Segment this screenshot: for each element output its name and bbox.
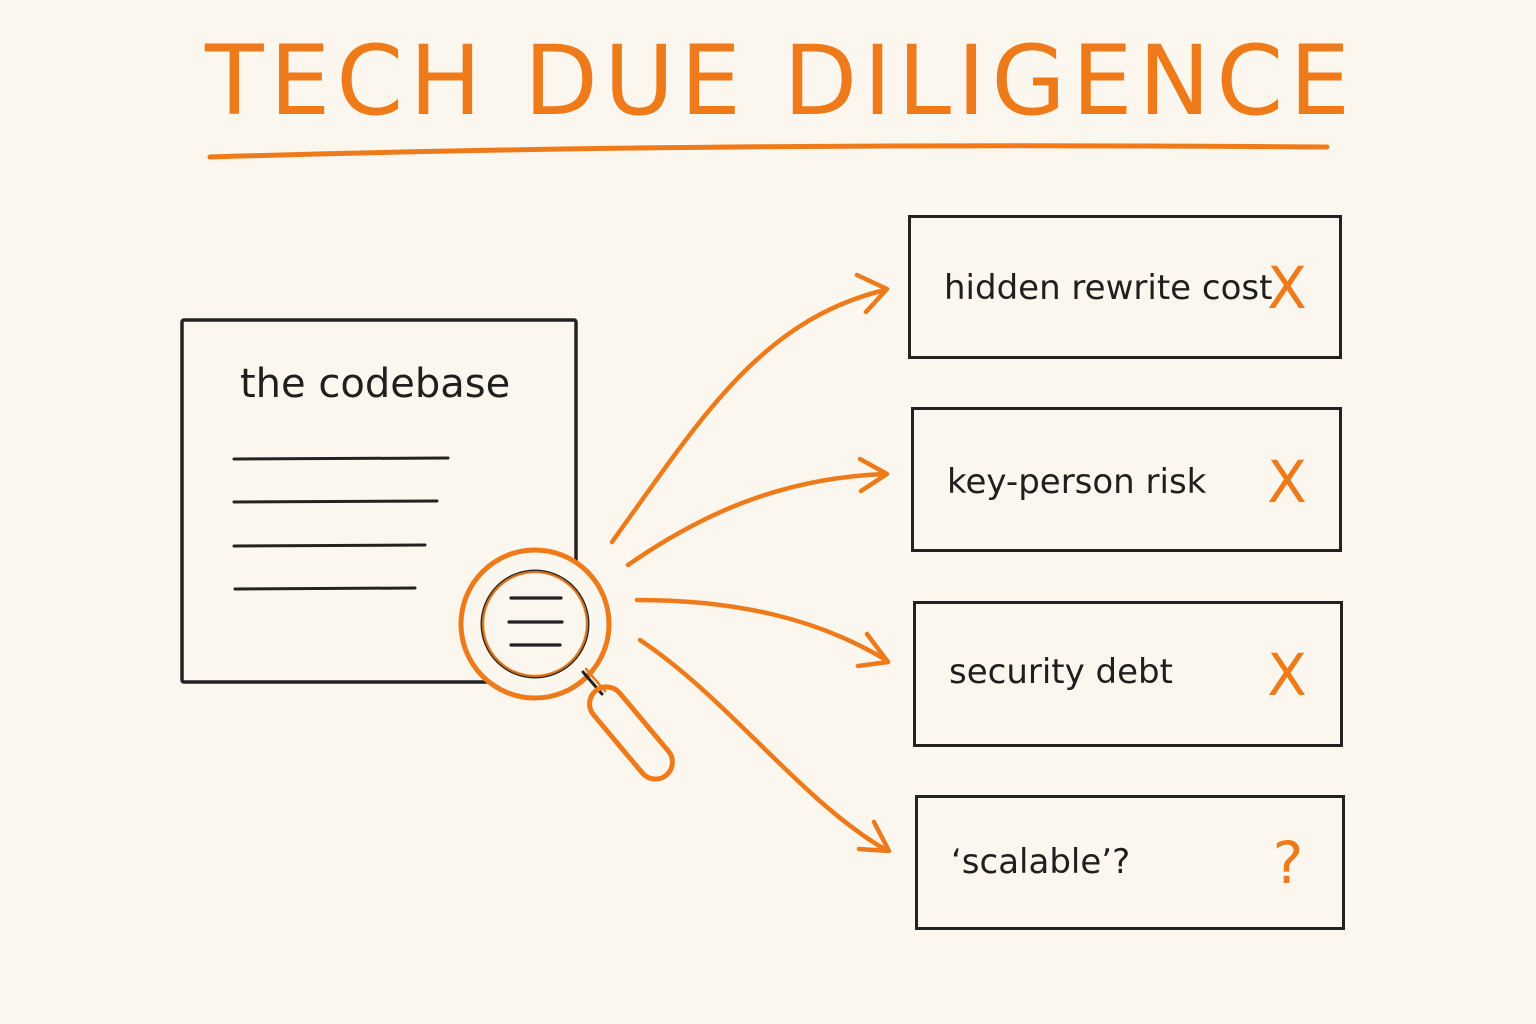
codebase-document: [180, 318, 578, 684]
arrowhead: [854, 272, 890, 315]
finding-label: ‘scalable’?: [951, 842, 1131, 882]
arrow-to-scalable: [637, 637, 889, 853]
x-icon: X: [1267, 641, 1307, 709]
finding-box-scalable: [915, 795, 1345, 930]
diagram-title: TECH DUE DILIGENCE: [205, 25, 1356, 137]
x-icon: X: [1267, 448, 1307, 516]
x-icon: X: [1267, 254, 1307, 322]
document-text-line: [232, 499, 439, 504]
document-text-line: [232, 456, 450, 461]
codebase-label: the codebase: [240, 361, 511, 407]
question-icon: ?: [1272, 829, 1304, 897]
arrowhead: [857, 456, 890, 494]
finding-label: security debt: [949, 652, 1173, 692]
title-underline: [207, 143, 1330, 160]
arrow-to-security-debt: [634, 597, 889, 663]
finding-label: hidden rewrite cost: [944, 268, 1273, 308]
arrowhead: [855, 631, 891, 669]
finding-box-key-person-risk: [911, 407, 1342, 552]
finding-box-security-debt: [913, 601, 1343, 747]
arrowhead: [856, 819, 892, 854]
document-text-line: [232, 543, 427, 548]
magnifier-icon: [458, 547, 675, 782]
finding-label: key-person risk: [947, 462, 1207, 502]
finding-box-hidden-rewrite-cost: [908, 215, 1342, 359]
arrows: [609, 272, 892, 854]
document-text-line: [233, 586, 417, 591]
arrow-to-hidden-rewrite-cost: [609, 287, 888, 545]
arrow-to-key-person-risk: [625, 471, 888, 568]
